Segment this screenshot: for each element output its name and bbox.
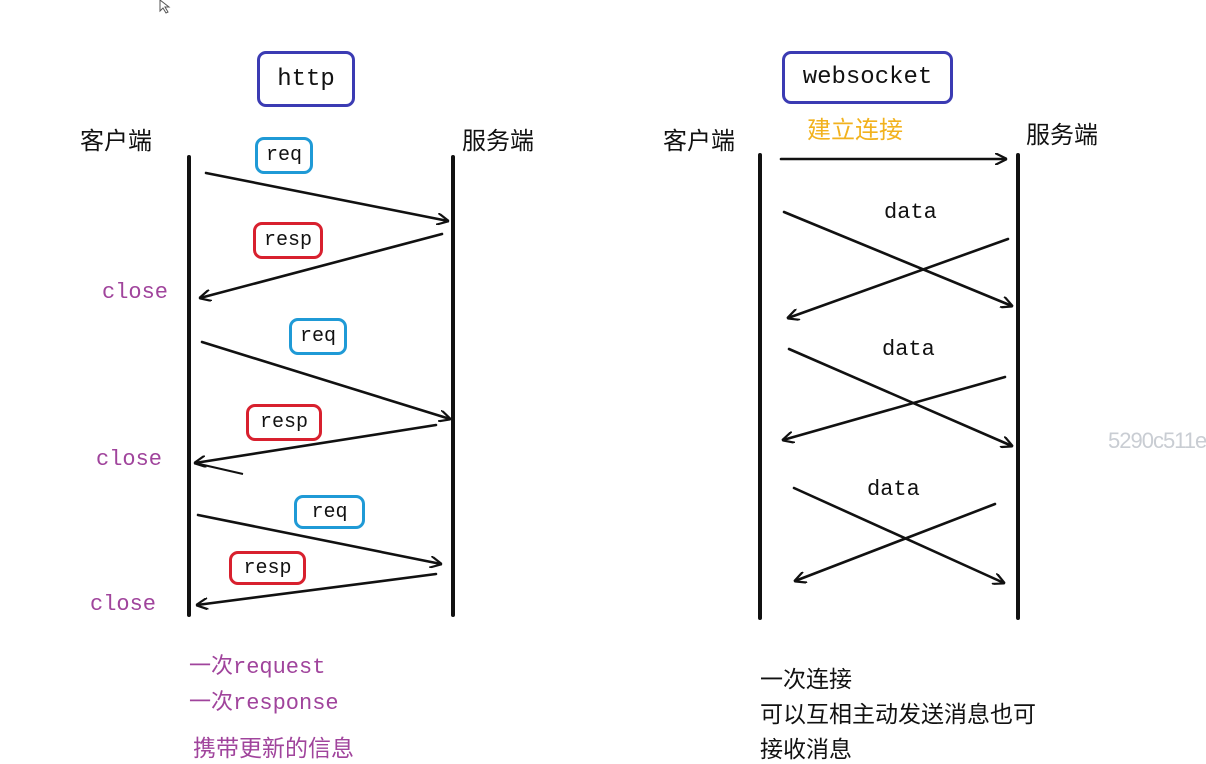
ws-data-arrow-c2s-1 [782, 210, 1012, 306]
ws-connect-label: 建立连接 [807, 116, 903, 144]
http-note-2: 一次response [189, 691, 339, 716]
http-client-label: 客户端 [80, 127, 152, 155]
ws-data-arrow-s2c-1 [788, 237, 1010, 318]
websocket-title: websocket [802, 64, 933, 91]
http-title-box: http [257, 51, 355, 107]
http-req-box-2: req [289, 318, 347, 355]
http-note-3: 携带更新的信息 [193, 736, 354, 762]
http-req-arrow-1 [204, 171, 448, 221]
http-resp-box-2: resp [246, 404, 322, 441]
http-resp-arrow-3 [197, 572, 438, 605]
http-close-tick [194, 462, 244, 475]
http-req-arrow-2 [200, 340, 450, 419]
ws-data-arrow-s2c-3 [795, 502, 997, 581]
ws-note-1: 一次连接 [760, 667, 852, 693]
ws-client-label: 客户端 [663, 127, 735, 155]
ws-data-arrow-c2s-2 [787, 347, 1012, 446]
http-close-label-2: close [96, 447, 163, 472]
http-close-label-3: close [90, 592, 157, 617]
http-req-arrow-3 [196, 513, 441, 564]
http-close-label-1: close [102, 280, 169, 305]
http-resp-arrow-2 [195, 423, 438, 463]
http-resp-arrow-1 [200, 232, 444, 298]
websocket-title-box: websocket [782, 51, 953, 104]
ws-data-arrow-c2s-3 [792, 486, 1004, 583]
ws-data-label-1: data [884, 200, 937, 225]
http-resp-box-1: resp [253, 222, 323, 259]
ws-data-label-2: data [882, 337, 935, 362]
http-resp-box-3: resp [229, 551, 306, 585]
watermark-text: 5290c511e [1108, 428, 1206, 453]
ws-note-3: 接收消息 [760, 737, 852, 763]
http-server-label: 服务端 [462, 127, 534, 155]
ws-data-label-3: data [867, 477, 920, 502]
ws-server-label: 服务端 [1026, 121, 1098, 149]
http-title: http [277, 65, 335, 93]
http-req-box-3: req [294, 495, 365, 529]
mouse-cursor-icon [159, 0, 171, 14]
http-req-box-1: req [255, 137, 313, 174]
ws-data-arrow-s2c-2 [783, 375, 1007, 440]
ws-note-2: 可以互相主动发送消息也可 [760, 702, 1036, 728]
http-note-1: 一次request [189, 655, 326, 680]
